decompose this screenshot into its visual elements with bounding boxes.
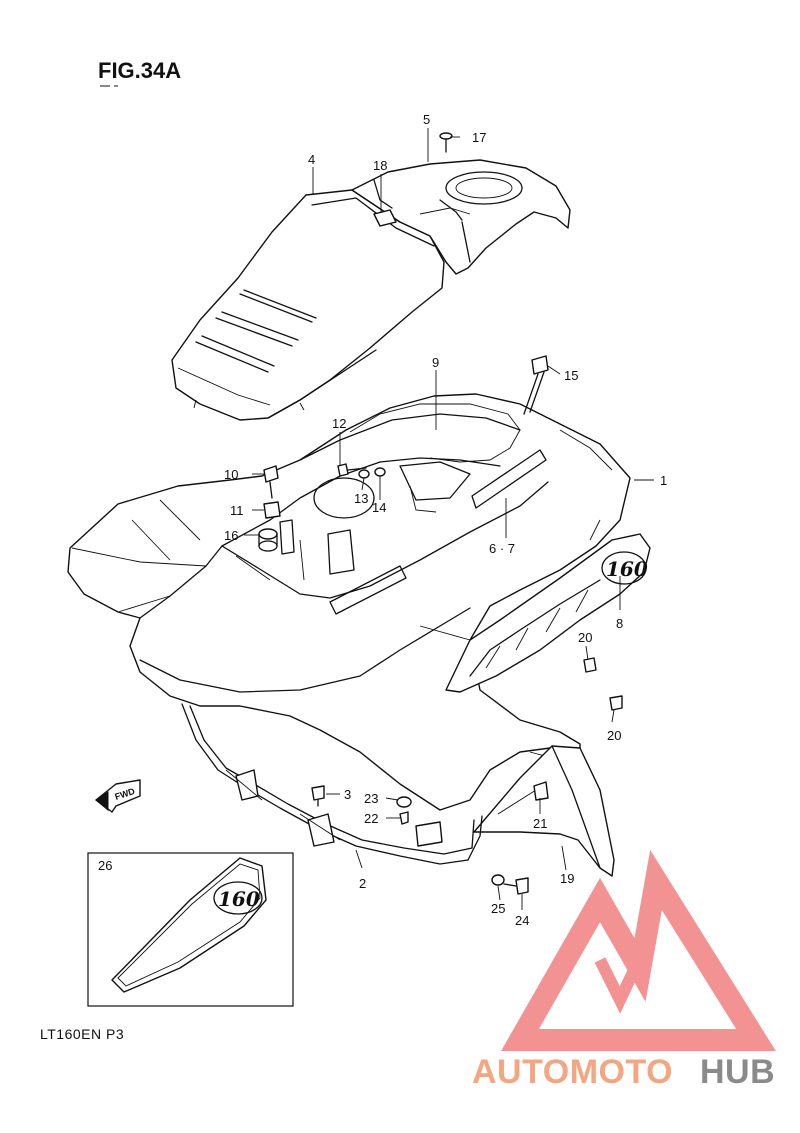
callout-10: 10: [224, 467, 238, 482]
rear-upper-cover: [351, 159, 571, 275]
callout-1: 1: [660, 473, 667, 488]
callout-4: 4: [308, 152, 315, 167]
side-decal: 160: [445, 533, 651, 693]
callout-23: 23: [364, 791, 378, 806]
support-pipe: [181, 703, 483, 865]
mud-flap: [473, 745, 615, 877]
inset-label: 26: [98, 858, 112, 873]
callout-24: 24: [515, 913, 529, 928]
seat-cover: [171, 189, 445, 421]
callout-9: 9: [432, 355, 439, 370]
callout-17: 17: [472, 130, 486, 145]
inset-decal-text: 160: [218, 887, 260, 911]
inset-box: 26 160: [87, 852, 294, 1007]
callout-20a: 20: [578, 630, 592, 645]
callout-21: 21: [533, 816, 547, 831]
callout-2: 2: [359, 876, 366, 891]
callout-12: 12: [332, 416, 346, 431]
model-code: LT160EN P3: [40, 1026, 125, 1042]
inner-tray: [349, 403, 521, 463]
callout-13: 13: [354, 491, 368, 506]
watermark-logo: [501, 849, 776, 1051]
watermark-text-part2: HUB: [700, 1053, 775, 1091]
callout-16: 16: [224, 528, 238, 543]
watermark-text-part1: AUTOMOTO: [472, 1053, 673, 1091]
callout-8: 8: [616, 616, 623, 631]
fasteners: [258, 132, 623, 895]
callout-19: 19: [560, 871, 574, 886]
leader-lines: [244, 128, 654, 910]
callout-labels: 1 2 3 4 5 6 · 7 8 9 10 11 12 13 14 15 16…: [224, 112, 667, 928]
callout-14: 14: [372, 500, 386, 515]
callout-18: 18: [373, 158, 387, 173]
fwd-arrow: FWD: [95, 779, 141, 813]
rear-fender: [67, 393, 631, 811]
callout-20b: 20: [607, 728, 621, 743]
callout-3: 3: [344, 787, 351, 802]
callout-25: 25: [491, 901, 505, 916]
callout-22: 22: [364, 811, 378, 826]
callout-6-7: 6 · 7: [489, 541, 515, 556]
callout-11: 11: [230, 503, 244, 518]
callout-15: 15: [564, 368, 578, 383]
callout-5: 5: [423, 112, 430, 127]
figure-title: FIG.34A: [98, 58, 182, 83]
decal-text: 160: [606, 557, 648, 581]
